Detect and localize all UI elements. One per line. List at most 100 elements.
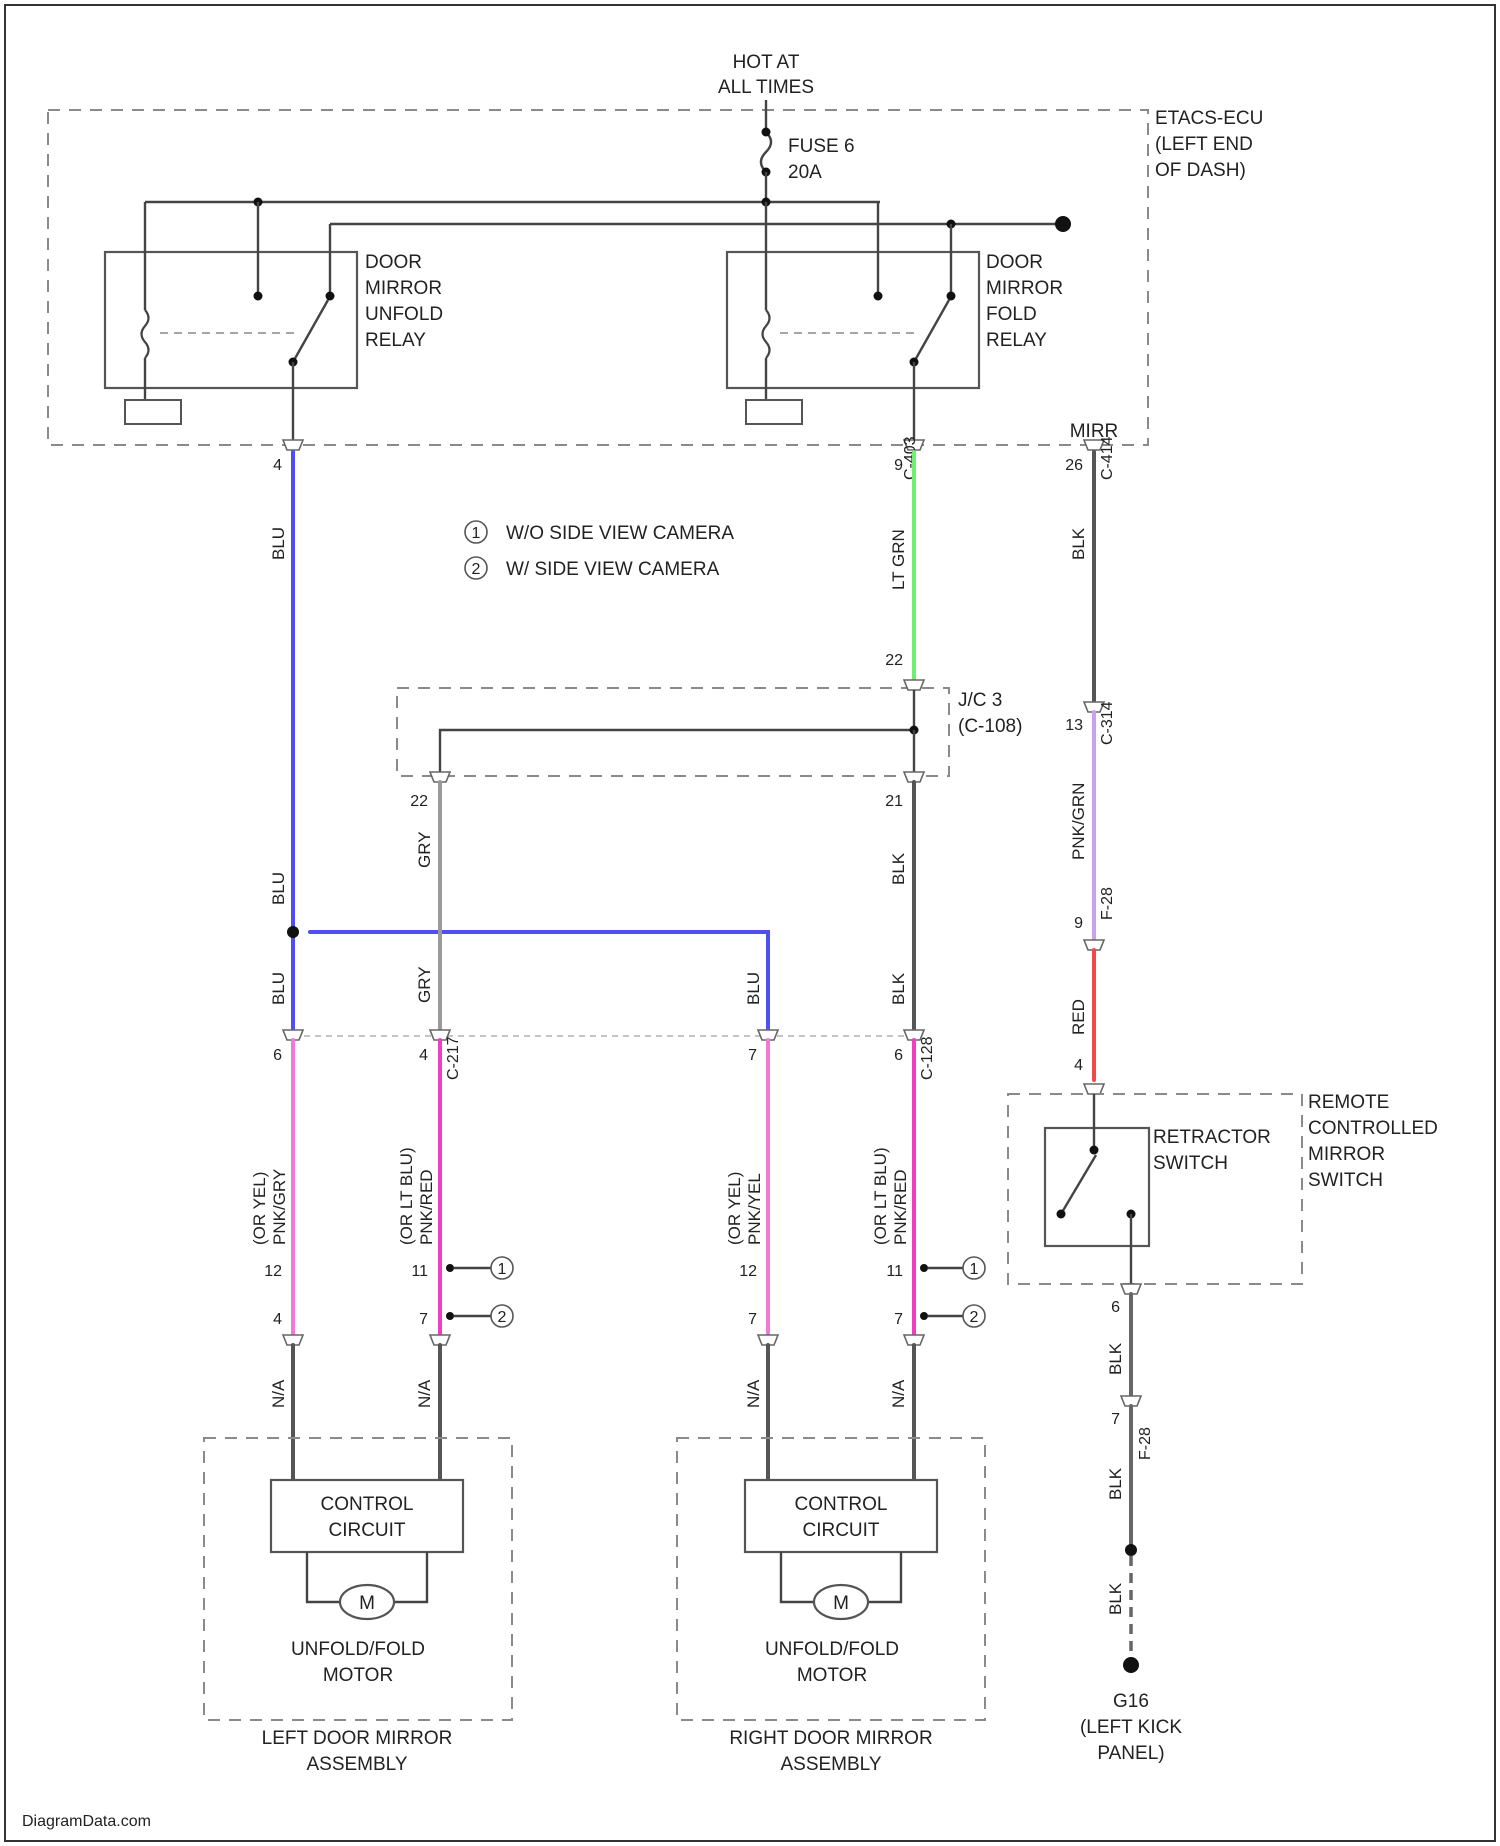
ground-location-2: PANEL) [1097,1743,1164,1764]
wire-label-lr-b: PNK/RED [417,1169,436,1245]
unfold-relay-label-1: DOOR [365,252,422,273]
pin-7-right: 7 [894,1311,903,1328]
etacs-ecu-label: ETACS-ECU [1155,108,1263,129]
wire-label-rr-b: PNK/RED [891,1169,910,1245]
wire-label-na-1: N/A [269,1379,288,1408]
relay-diode-unfold [125,400,181,424]
connector-f28-b: F-28 [1137,1427,1154,1460]
wire-label-rr-a: (OR LT BLU) [871,1147,890,1245]
wire-label-na-4: N/A [889,1379,908,1408]
fuse-label: FUSE 6 [788,136,855,157]
left-assembly-label-2: ASSEMBLY [306,1754,407,1775]
retractor-switch-label-1: RETRACTOR [1153,1127,1271,1148]
pin-6-right-b: 6 [894,1047,903,1064]
pin-4-left-b: 4 [419,1047,428,1064]
fold-relay-label-2: MIRROR [986,278,1063,299]
right-motor-m: M [833,1593,849,1614]
left-control-circuit-label-2: CIRCUIT [328,1520,405,1541]
right-control-circuit-label-1: CONTROL [795,1494,888,1515]
wire-label-gry-b: GRY [415,966,434,1003]
fold-relay-label-1: DOOR [986,252,1043,273]
wire-label-lt-grn: LT GRN [889,529,908,590]
legend-item-2: W/ SIDE VIEW CAMERA [506,559,720,580]
connector-c403: C-403 [902,436,919,480]
pin-21-jc-right: 21 [885,793,903,810]
ground-g16 [1123,1657,1139,1673]
variant-tag-2-left: 2 [498,1309,507,1326]
ground-splice [1125,1544,1137,1556]
wire-label-blk-g1: BLK [1106,1342,1125,1375]
pin-11-left: 11 [411,1263,428,1280]
pin-6-switch: 6 [1111,1299,1120,1316]
pin-12-right: 12 [739,1263,757,1280]
right-motor-label-2: MOTOR [797,1665,867,1686]
unfold-relay-label-2: MIRROR [365,278,442,299]
pin-4-right: 7 [748,1311,757,1328]
wire-label-rl-a: (OR YEL) [725,1172,744,1245]
wire-label-blu-a: BLU [269,527,288,560]
mirror-switch-label-4: SWITCH [1308,1170,1383,1191]
etacs-ecu-location-1: (LEFT END [1155,134,1253,155]
wire-label-pnk-grn: PNK/GRN [1069,783,1088,860]
mirror-switch-label-2: CONTROLLED [1308,1118,1438,1139]
pin-26-ecu: 26 [1065,457,1083,474]
pin-7-f28: 7 [1111,1411,1120,1428]
watermark: DiagramData.com [22,1813,151,1830]
pin-22-top: 22 [885,652,903,669]
splice-blu [287,926,299,938]
wire-label-na-2: N/A [415,1379,434,1408]
jc3-connector-label: (C-108) [958,716,1022,737]
relay-diode-fold [746,400,802,424]
connector-c128: C-128 [919,1036,936,1080]
hot-at-label: HOT AT [733,52,800,73]
wire-label-blk-mirr: BLK [1069,527,1088,560]
pin-9-f28: 9 [1074,915,1083,932]
all-times-label: ALL TIMES [718,77,814,98]
wire-label-ll-b: PNK/GRY [270,1169,289,1245]
etacs-ecu-location-2: OF DASH) [1155,160,1246,181]
pin-7-right-a: 7 [748,1047,757,1064]
connector-f28-a: F-28 [1099,887,1116,920]
connector-c217: C-217 [445,1036,462,1080]
left-motor-m: M [359,1593,375,1614]
wire-label-blk-jc: BLK [889,852,908,885]
legend-num-1: 1 [472,525,481,542]
pin-22-jc-left: 22 [410,793,428,810]
connector-c414: C-414 [1099,436,1116,480]
jc3-label: J/C 3 [958,690,1002,711]
mirror-switch-label-1: REMOTE [1308,1092,1389,1113]
ground-label: G16 [1113,1691,1149,1712]
pin-13: 13 [1065,717,1083,734]
wire-label-lr-a: (OR LT BLU) [397,1147,416,1245]
pin-11-right: 11 [886,1263,903,1280]
legend-num-2: 2 [472,561,481,578]
pin-4-ecu: 4 [273,457,282,474]
unfold-relay-label-3: UNFOLD [365,304,443,325]
pin-7-left: 7 [419,1311,428,1328]
wire-label-red: RED [1069,999,1088,1035]
left-motor-label-2: MOTOR [323,1665,393,1686]
wire-label-blu-b: BLU [269,872,288,905]
legend-item-1: W/O SIDE VIEW CAMERA [506,523,734,544]
pin-6-left-a: 6 [273,1047,282,1064]
variant-tag-1-right: 1 [970,1261,979,1278]
right-motor-label-1: UNFOLD/FOLD [765,1639,899,1660]
wire-label-blu-c: BLU [269,972,288,1005]
right-assembly-label-2: ASSEMBLY [780,1754,881,1775]
mirror-switch-label-3: MIRROR [1308,1144,1385,1165]
wire-label-ll-a: (OR YEL) [250,1172,269,1245]
unfold-relay-label-4: RELAY [365,330,426,351]
variant-tag-1-left: 1 [498,1261,507,1278]
pin-4-switch: 4 [1074,1057,1083,1074]
fold-relay-label-4: RELAY [986,330,1047,351]
left-control-circuit-label-1: CONTROL [321,1494,414,1515]
jc3-input-connector [904,680,924,690]
left-motor-label-1: UNFOLD/FOLD [291,1639,425,1660]
wire-label-rl-b: PNK/YEL [745,1173,764,1245]
wire-label-blk-g2: BLK [1106,1467,1125,1500]
wire-label-blk-g3: BLK [1106,1582,1125,1615]
ground-location-1: (LEFT KICK [1080,1717,1182,1738]
pin-12-left: 12 [264,1263,282,1280]
retractor-switch-label-2: SWITCH [1153,1153,1228,1174]
